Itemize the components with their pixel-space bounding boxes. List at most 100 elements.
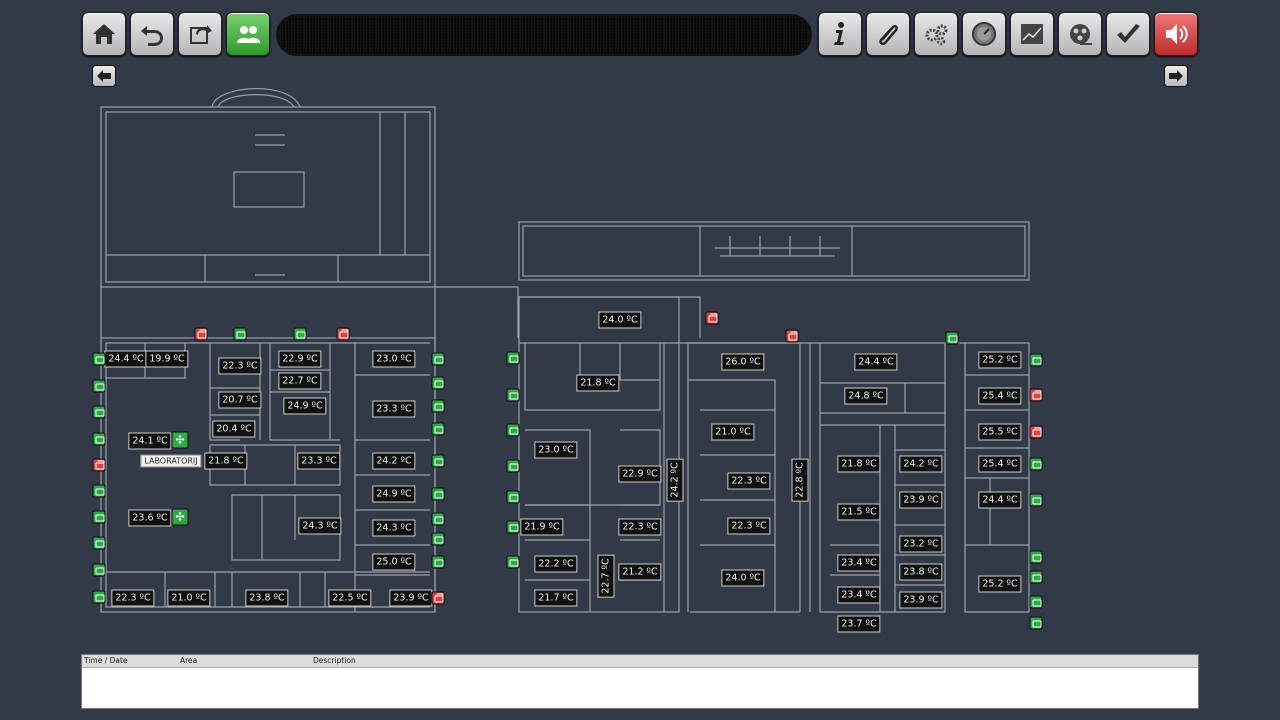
temperature-reading[interactable]: 24.0 ºC	[721, 569, 765, 587]
temperature-reading[interactable]: 21.8 ºC	[204, 452, 248, 470]
temperature-reading[interactable]: 23.7 ºC	[837, 615, 881, 633]
sensor-ok-icon[interactable]	[506, 423, 520, 437]
sensor-ok-icon[interactable]	[431, 532, 445, 546]
temperature-reading[interactable]: 24.4 ºC	[104, 350, 148, 368]
sensor-ok-icon[interactable]	[431, 454, 445, 468]
temperature-reading[interactable]: 21.9 ºC	[520, 518, 564, 536]
temperature-reading[interactable]: 21.8 ºC	[576, 374, 620, 392]
col-area[interactable]: Area	[180, 656, 198, 665]
temperature-reading[interactable]: 23.6 ºC	[128, 509, 172, 527]
sensor-ok-icon[interactable]	[1029, 493, 1043, 507]
fan-icon[interactable]: ✣	[171, 508, 189, 526]
back-button[interactable]	[130, 12, 174, 56]
fan-icon[interactable]: ✣	[171, 431, 189, 449]
temperature-reading[interactable]: 25.4 ºC	[978, 455, 1022, 473]
sensor-ok-icon[interactable]	[92, 379, 106, 393]
temperature-reading[interactable]: 26.0 ºC	[721, 353, 765, 371]
temperature-reading[interactable]: 25.4 ºC	[978, 387, 1022, 405]
sensor-ok-icon[interactable]	[1029, 353, 1043, 367]
temperature-reading[interactable]: 20.7 ºC	[218, 391, 262, 409]
sensor-alarm-icon[interactable]	[1029, 388, 1043, 402]
sensor-ok-icon[interactable]	[506, 520, 520, 534]
sensor-alarm-icon[interactable]	[431, 591, 445, 605]
users-button[interactable]	[226, 12, 270, 56]
temperature-reading[interactable]: 21.8 ºC	[837, 455, 881, 473]
sensor-ok-icon[interactable]	[431, 399, 445, 413]
sensor-ok-icon[interactable]	[431, 555, 445, 569]
temperature-reading[interactable]: 23.4 ºC	[837, 586, 881, 604]
temperature-reading[interactable]: 20.4 ºC	[212, 420, 256, 438]
temperature-reading[interactable]: 24.4 ºC	[978, 491, 1022, 509]
temperature-reading[interactable]: 25.5 ºC	[978, 423, 1022, 441]
temperature-reading[interactable]: 24.2 ºC	[372, 452, 416, 470]
temperature-reading[interactable]: 23.2 ºC	[899, 535, 943, 553]
temperature-reading[interactable]: 23.3 ºC	[372, 400, 416, 418]
sensor-ok-icon[interactable]	[92, 590, 106, 604]
temperature-reading[interactable]: 21.0 ºC	[711, 423, 755, 441]
temperature-reading[interactable]: 21.2 ºC	[618, 563, 662, 581]
gauge-button[interactable]	[962, 12, 1006, 56]
sensor-ok-icon[interactable]	[1029, 570, 1043, 584]
sensor-alarm-icon[interactable]	[705, 311, 719, 325]
temperature-reading[interactable]: 22.9 ºC	[278, 350, 322, 368]
sensor-ok-icon[interactable]	[431, 512, 445, 526]
temperature-reading[interactable]: 24.3 ºC	[298, 517, 342, 535]
refresh-button[interactable]	[178, 12, 222, 56]
temperature-reading[interactable]: 24.8 ºC	[844, 387, 888, 405]
temperature-reading[interactable]: 22.7 ºC	[597, 554, 615, 598]
sensor-ok-icon[interactable]	[431, 422, 445, 436]
sensor-ok-icon[interactable]	[506, 555, 520, 569]
temperature-reading[interactable]: 23.8 ºC	[899, 563, 943, 581]
temperature-reading[interactable]: 23.9 ºC	[899, 491, 943, 509]
next-page-button[interactable]	[1164, 65, 1188, 87]
temperature-reading[interactable]: 22.3 ºC	[727, 472, 771, 490]
previous-page-button[interactable]	[92, 65, 116, 87]
temperature-reading[interactable]: 24.2 ºC	[666, 458, 684, 502]
sensor-ok-icon[interactable]	[92, 484, 106, 498]
sensor-ok-icon[interactable]	[945, 331, 959, 345]
temperature-reading[interactable]: 22.8 ºC	[791, 458, 809, 502]
temperature-reading[interactable]: 23.9 ºC	[899, 591, 943, 609]
temperature-reading[interactable]: 25.2 ºC	[978, 351, 1022, 369]
temperature-reading[interactable]: 24.9 ºC	[372, 485, 416, 503]
temperature-reading[interactable]: 24.4 ºC	[854, 353, 898, 371]
temperature-reading[interactable]: 23.8 ºC	[245, 589, 289, 607]
sensor-alarm-icon[interactable]	[92, 458, 106, 472]
temperature-reading[interactable]: 22.7 ºC	[278, 372, 322, 390]
temperature-reading[interactable]: 21.5 ºC	[837, 503, 881, 521]
temperature-reading[interactable]: 23.9 ºC	[389, 589, 433, 607]
temperature-reading[interactable]: 23.4 ºC	[837, 554, 881, 572]
sensor-ok-icon[interactable]	[92, 536, 106, 550]
sensor-ok-icon[interactable]	[506, 459, 520, 473]
sensor-ok-icon[interactable]	[293, 327, 307, 341]
sensor-ok-icon[interactable]	[431, 487, 445, 501]
temperature-reading[interactable]: 22.3 ºC	[218, 357, 262, 375]
temperature-reading[interactable]: 25.0 ºC	[372, 553, 416, 571]
temperature-reading[interactable]: 25.2 ºC	[978, 575, 1022, 593]
temperature-reading[interactable]: 24.3 ºC	[372, 519, 416, 537]
sensor-ok-icon[interactable]	[92, 432, 106, 446]
sensor-alarm-icon[interactable]	[194, 327, 208, 341]
info-button[interactable]	[818, 12, 862, 56]
temperature-reading[interactable]: 22.9 ºC	[618, 465, 662, 483]
temperature-reading[interactable]: 24.0 ºC	[598, 311, 642, 329]
attach-button[interactable]	[866, 12, 910, 56]
sensor-ok-icon[interactable]	[431, 352, 445, 366]
sensor-ok-icon[interactable]	[92, 352, 106, 366]
sensor-ok-icon[interactable]	[506, 490, 520, 504]
sound-button[interactable]	[1154, 12, 1198, 56]
temperature-reading[interactable]: 23.3 ºC	[297, 452, 341, 470]
temperature-reading[interactable]: 23.0 ºC	[534, 441, 578, 459]
col-time[interactable]: Time / Date	[84, 656, 128, 665]
temperature-reading[interactable]: 22.3 ºC	[618, 518, 662, 536]
temperature-reading[interactable]: 22.3 ºC	[727, 517, 771, 535]
temperature-reading[interactable]: 23.0 ºC	[372, 350, 416, 368]
sensor-ok-icon[interactable]	[92, 510, 106, 524]
sensor-ok-icon[interactable]	[233, 327, 247, 341]
sensor-ok-icon[interactable]	[431, 376, 445, 390]
sensor-ok-icon[interactable]	[1029, 550, 1043, 564]
col-description[interactable]: Description	[313, 656, 356, 665]
sensor-ok-icon[interactable]	[92, 563, 106, 577]
temperature-reading[interactable]: 22.2 ºC	[534, 555, 578, 573]
reel-button[interactable]	[1058, 12, 1102, 56]
